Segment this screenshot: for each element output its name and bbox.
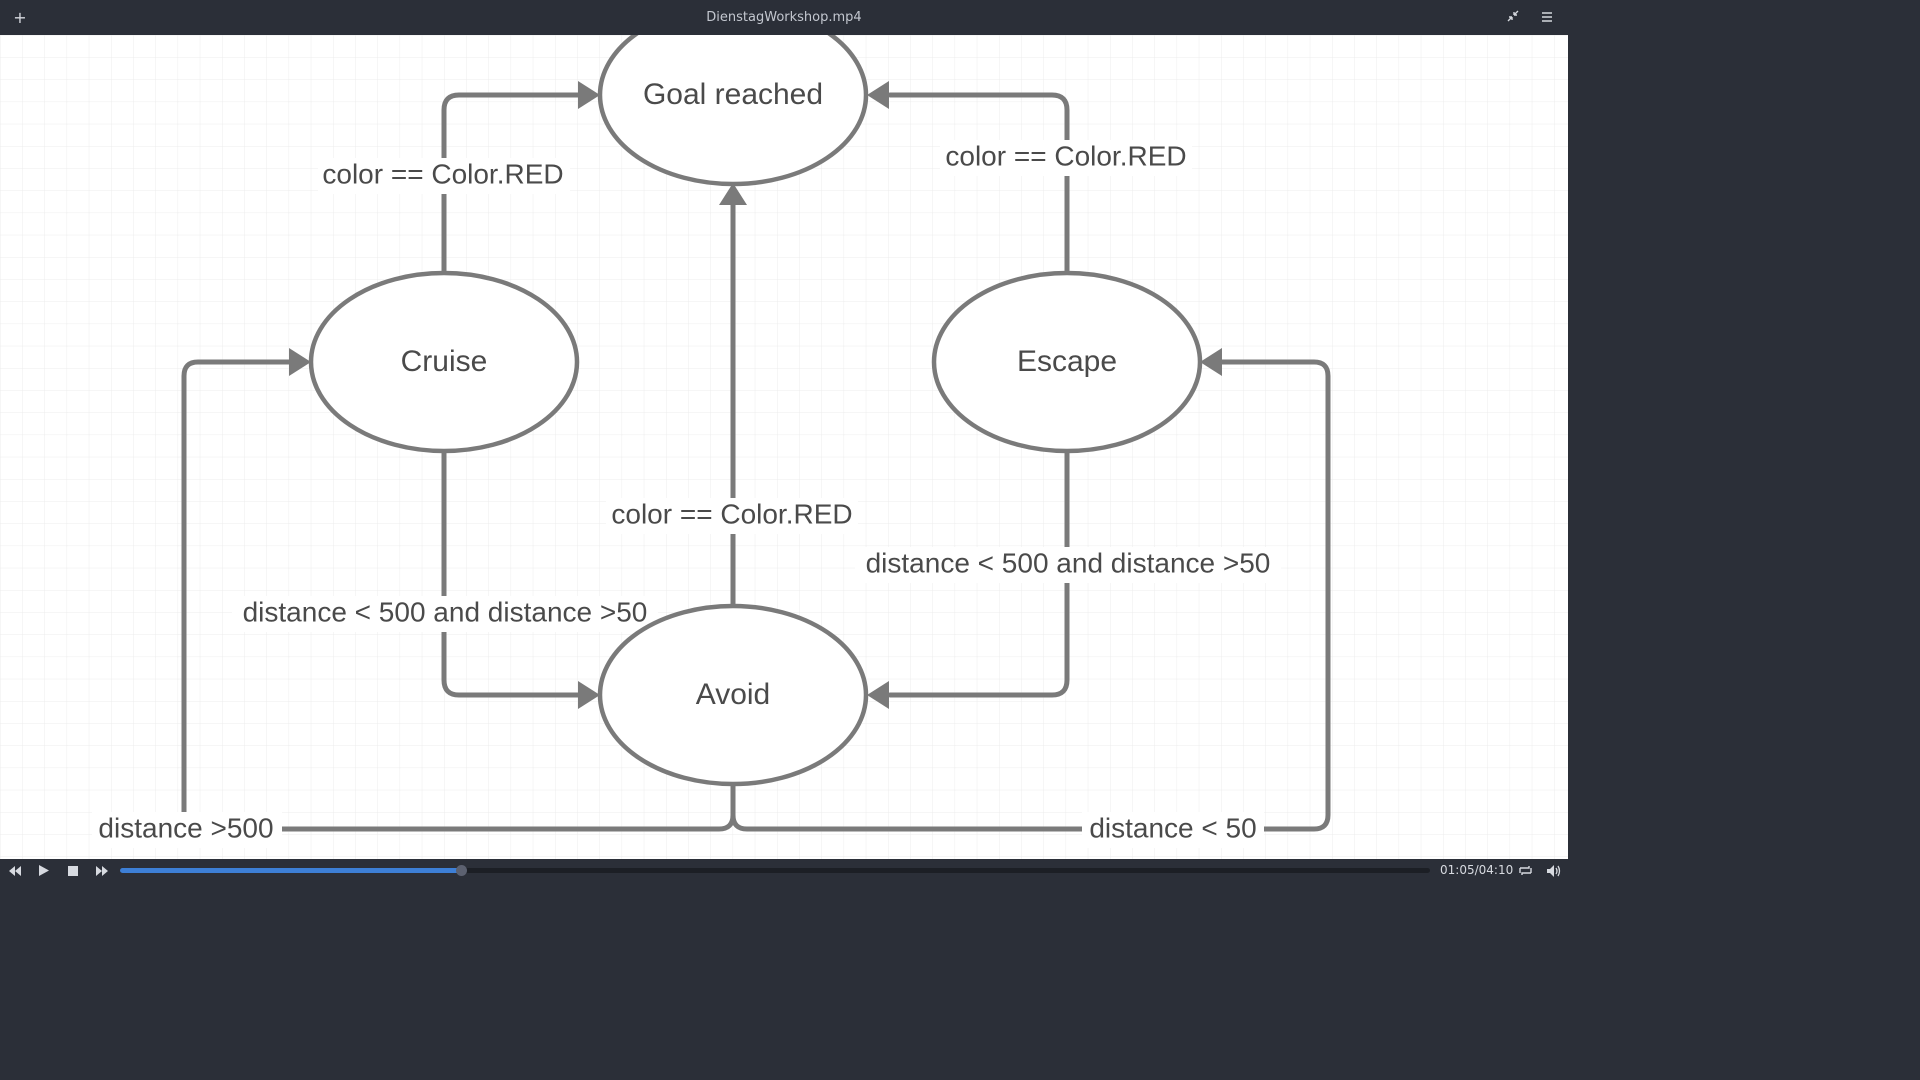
edge-cruise-to-goal [441, 92, 583, 275]
node-goal-reached [597, 35, 869, 187]
edge-label-avoid-to-cruise: distance >500 [98, 812, 273, 843]
arrowhead [867, 81, 889, 109]
state-diagram: Goal reached Cruise Escape Avoid color =… [0, 35, 1568, 859]
collapse-arrows-icon[interactable] [1502, 7, 1524, 29]
volume-icon[interactable] [1543, 859, 1565, 882]
plus-icon[interactable]: + [13, 8, 27, 27]
player-controls: 01:05/04:10 [0, 859, 1568, 882]
node-escape [931, 270, 1203, 454]
arrowhead [578, 81, 600, 109]
seek-progress [120, 868, 461, 873]
seek-handle[interactable] [455, 865, 467, 876]
arrowhead [719, 183, 747, 205]
edge-label-avoid-to-goal: color == Color.RED [611, 498, 852, 529]
arrowhead [289, 348, 311, 376]
time-display: 01:05/04:10 [1440, 863, 1514, 877]
window-title: DienstagWorkshop.mp4 [706, 10, 862, 25]
edge-cruise-to-avoid [441, 448, 583, 698]
fast-forward-icon[interactable] [91, 859, 113, 882]
rewind-icon[interactable] [4, 859, 26, 882]
edge-label-cruise-to-goal: color == Color.RED [322, 158, 563, 189]
edge-label-escape-to-goal: color == Color.RED [945, 140, 1186, 171]
node-label-avoid: Avoid [696, 678, 771, 711]
edge-avoid-to-escape [730, 359, 1331, 832]
node-label-goal: Goal reached [643, 78, 823, 111]
arrowhead [1200, 348, 1222, 376]
edge-escape-to-goal [887, 92, 1070, 275]
title-bar: + DienstagWorkshop.mp4 [0, 0, 1568, 35]
edge-label-cruise-to-avoid: distance < 500 and distance >50 [243, 596, 648, 627]
node-cruise [308, 270, 580, 454]
seek-bar[interactable] [120, 865, 1430, 876]
stop-icon[interactable] [62, 859, 84, 882]
edge-label-avoid-to-escape: distance < 50 [1089, 812, 1256, 843]
edge-escape-to-avoid [887, 448, 1070, 698]
play-icon[interactable] [33, 859, 55, 882]
arrowhead [867, 681, 889, 709]
node-label-escape: Escape [1017, 345, 1117, 378]
arrowhead [578, 681, 600, 709]
video-frame[interactable]: Goal reached Cruise Escape Avoid color =… [0, 35, 1568, 859]
loop-icon[interactable] [1514, 859, 1536, 882]
node-label-cruise: Cruise [401, 345, 488, 378]
node-avoid [597, 603, 869, 787]
hamburger-menu-icon[interactable] [1536, 7, 1558, 29]
edge-label-escape-to-avoid: distance < 500 and distance >50 [866, 547, 1271, 578]
